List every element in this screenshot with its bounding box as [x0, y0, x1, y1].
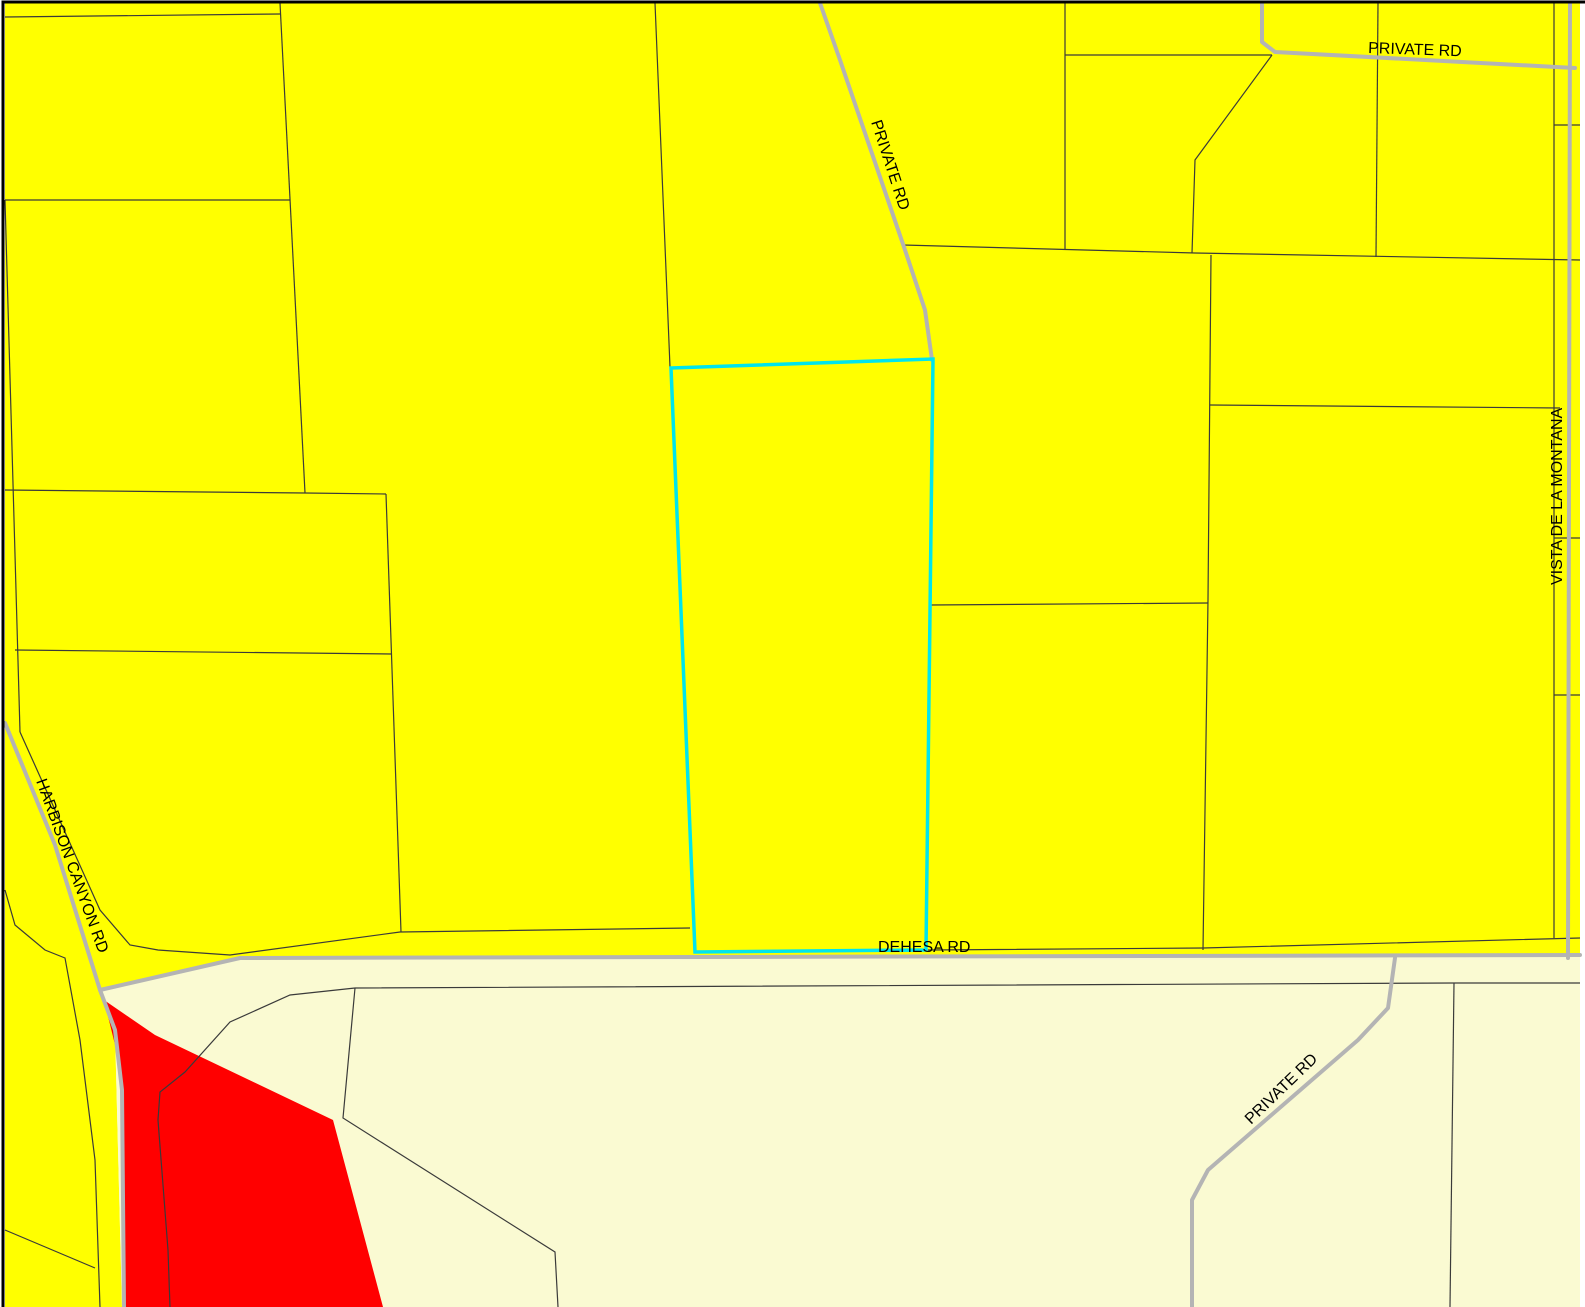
road-private-rd-north-east[interactable] [1260, 1, 1577, 70]
parcel-line [4, 13, 281, 18]
parcel-line [385, 493, 402, 933]
road-vista-de-la-montana[interactable] [1566, 1, 1572, 960]
parcel-line [1191, 54, 1273, 254]
road-private-rd-south[interactable] [1190, 956, 1397, 1307]
parcel-line [1202, 254, 1212, 951]
parcel-line [1375, 2, 1379, 258]
parcel-boundaries [4, 2, 1581, 1307]
parcel-line [14, 649, 393, 655]
parcel-line [279, 2, 306, 494]
parcel-line [1449, 982, 1455, 1307]
road-private-rd-center[interactable] [818, 1, 934, 362]
parcel-line [4, 1229, 96, 1269]
parcel-line [157, 987, 356, 1307]
parcel-line [19, 731, 691, 956]
label-private-rd-north-east: PRIVATE RD [1368, 40, 1462, 60]
parcel-line [4, 199, 21, 733]
parcel-line [902, 244, 1581, 261]
open-space-zone[interactable] [100, 955, 1580, 1307]
parcel-line [929, 602, 1209, 606]
highlight-zone-red[interactable] [104, 1000, 383, 1307]
label-dehesa-rd: DEHESA RD [878, 939, 970, 956]
parcel-line [1209, 404, 1561, 409]
label-vista-de-la-montana: VISTA DE LA MONTANA [1549, 407, 1566, 585]
selected-parcel-outline[interactable] [669, 357, 935, 954]
road-harbison-canyon[interactable] [3, 721, 126, 1307]
parcel-line [4, 889, 101, 1307]
roads [3, 1, 1582, 1307]
road-dehesa[interactable] [98, 953, 1582, 992]
parcel-line [927, 937, 1581, 951]
parcel-line [654, 2, 671, 368]
parcel-line [342, 987, 559, 1307]
